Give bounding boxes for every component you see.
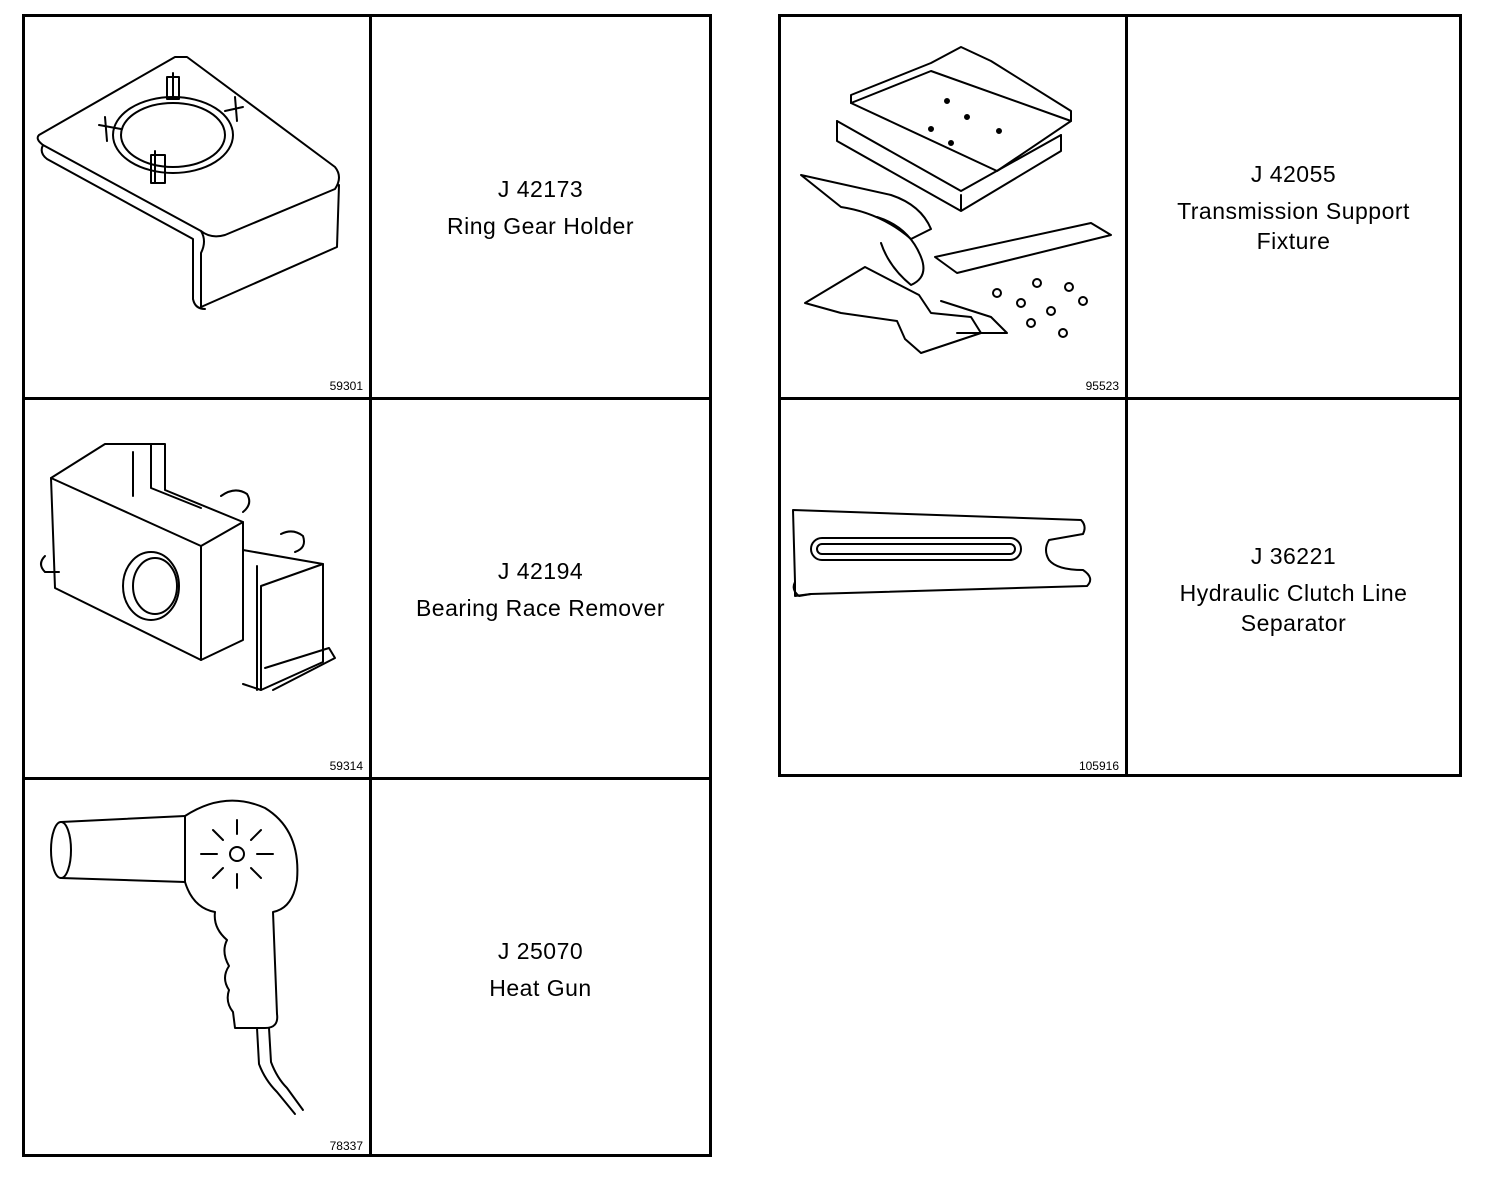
- tool-name: Transmission Support Fixture: [1177, 198, 1410, 254]
- ring-gear-holder-icon: [36, 56, 340, 310]
- tool-name: Hydraulic Clutch Line Separator: [1179, 579, 1408, 636]
- tool-image-cell: 105916: [781, 400, 1128, 777]
- tool-row: 78337 J 25070 Heat Gun: [25, 777, 709, 1157]
- tool-name: Ring Gear Holder: [447, 213, 634, 239]
- tool-number: J 36221: [1250, 542, 1337, 569]
- tool-image-cell: 59301: [25, 17, 372, 397]
- tool-image-cell: 95523: [781, 17, 1128, 397]
- tool-row: 59314 J 42194 Bearing Race Remover: [25, 397, 709, 777]
- tool-number: J 25070: [497, 937, 584, 964]
- figure-number: 59301: [329, 379, 363, 393]
- tool-number: J 42173: [497, 176, 584, 202]
- figure-number: 59314: [329, 759, 363, 773]
- transmission-support-fixture-icon: [800, 46, 1112, 354]
- tool-description: J 42194 Bearing Race Remover: [372, 400, 709, 777]
- tool-description: J 36221 Hydraulic Clutch Line Separator: [1128, 400, 1459, 777]
- figure-number: 78337: [329, 1139, 363, 1153]
- clutch-line-separator-icon: [792, 509, 1092, 597]
- tool-image-cell: 78337: [25, 780, 372, 1157]
- tool-number: J 42055: [1250, 161, 1337, 187]
- left-tool-table: 59301 J 42173 Ring Gear Holder: [22, 14, 712, 1157]
- tool-description: J 42173 Ring Gear Holder: [372, 17, 709, 397]
- tool-image-cell: 59314: [25, 400, 372, 777]
- tool-row: 95523 J 42055 Transmission Support Fixtu…: [781, 17, 1459, 397]
- tool-name: Bearing Race Remover: [415, 594, 666, 621]
- right-tool-table: 95523 J 42055 Transmission Support Fixtu…: [778, 14, 1462, 777]
- figure-number: 105916: [1078, 759, 1119, 773]
- tool-number: J 42194: [497, 557, 584, 584]
- heat-gun-icon: [50, 799, 304, 1115]
- tool-row: 105916 J 36221 Hydraulic Clutch Line Sep…: [781, 397, 1459, 777]
- tool-description: J 25070 Heat Gun: [372, 780, 709, 1157]
- tool-row: 59301 J 42173 Ring Gear Holder: [25, 17, 709, 397]
- tool-description: J 42055 Transmission Support Fixture: [1128, 17, 1459, 397]
- tool-name: Heat Gun: [489, 974, 592, 1001]
- figure-number: 95523: [1085, 379, 1119, 393]
- bearing-race-remover-icon: [40, 443, 336, 691]
